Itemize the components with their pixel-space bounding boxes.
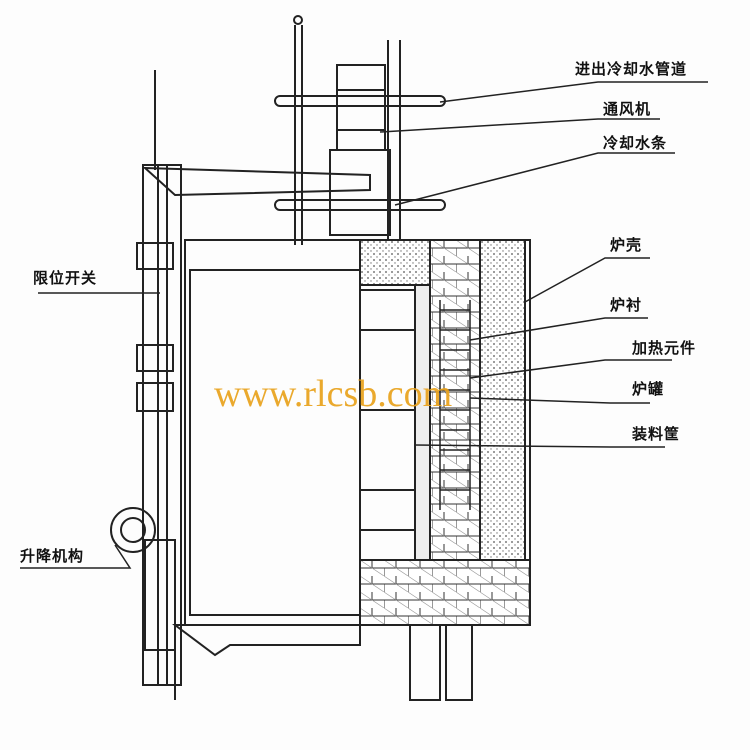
top-frame (274, 15, 446, 245)
lifting-column (110, 164, 182, 686)
lifting-arm (142, 166, 371, 197)
watermark: www.rlcsb.com (214, 373, 453, 415)
lifting-motor (110, 507, 156, 553)
leader-lines (20, 81, 708, 569)
heating-elements (439, 300, 471, 510)
label-retort: 炉罐 (632, 380, 665, 398)
label-limit-switch: 限位开关 (33, 269, 98, 287)
label-heating-element: 加热元件 (632, 339, 697, 357)
label-cooling-strip: 冷却水条 (603, 134, 668, 152)
label-lifting-mechanism: 升降机构 (20, 547, 85, 565)
fan-motor (336, 64, 386, 151)
label-shell: 炉壳 (610, 236, 643, 254)
retort (414, 284, 431, 561)
furnace-body (172, 239, 531, 701)
label-fan: 通风机 (603, 100, 652, 118)
label-cooling-pipe: 进出冷却水管道 (575, 60, 688, 78)
label-basket: 装料筐 (632, 425, 681, 443)
label-lining: 炉衬 (610, 296, 643, 314)
